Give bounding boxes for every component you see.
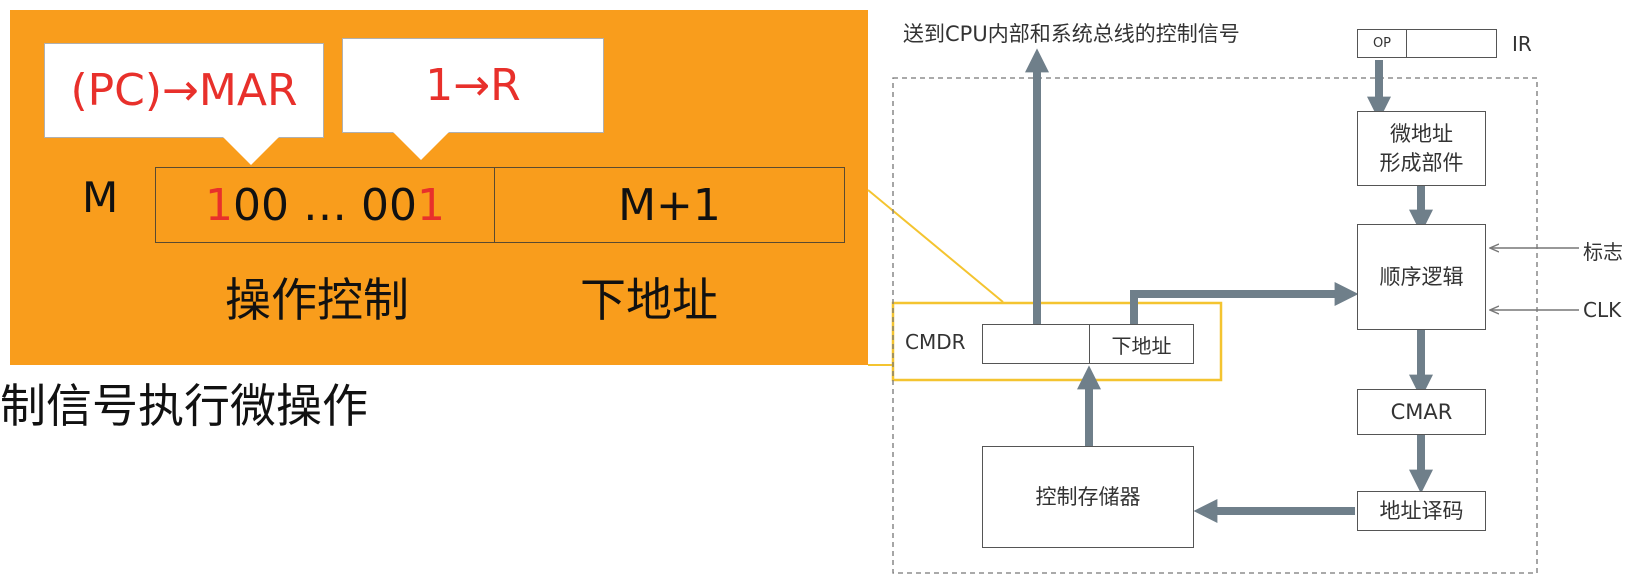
cmdr-next-address-field: 下地址	[1111, 333, 1172, 358]
execute-microop-text: 制信号执行微操作	[0, 379, 368, 433]
ir-label: IR	[1512, 32, 1532, 56]
row-label-m: M	[82, 173, 119, 222]
callout-connector-line	[867, 189, 1004, 303]
control-unit-boundary	[892, 77, 1538, 574]
micro-address-unit: 微地址 形成部件	[1357, 111, 1486, 186]
control-first-bit: 1	[205, 179, 234, 231]
clk-input-label: CLK	[1583, 298, 1622, 322]
ir-op-field: OP	[1358, 30, 1407, 57]
control-last-bit: 1	[416, 179, 445, 231]
micro-address-unit-line1: 微地址	[1390, 122, 1453, 147]
control-middle-bits: 00 … 00	[233, 179, 417, 231]
sequence-logic-block: 顺序逻辑	[1357, 224, 1486, 330]
cmdr-label: CMDR	[905, 330, 966, 354]
next-address-cell: M+1	[618, 179, 721, 231]
caption-control-field: 操作控制	[225, 273, 409, 327]
flag-input-label: 标志	[1583, 240, 1623, 264]
callout-one-to-r: 1→R	[342, 38, 604, 160]
callout-pointer	[393, 132, 449, 160]
cmar-block: CMAR	[1357, 389, 1486, 435]
cmdr-highlight-frame	[891, 301, 1223, 382]
ir-register: OP	[1357, 29, 1497, 58]
control-store-block: 控制存储器	[982, 446, 1194, 548]
callout-pc-to-mar: (PC)→MAR	[44, 43, 324, 165]
cmdr-register: 下地址	[982, 324, 1194, 364]
cmdr-control-field	[983, 325, 1090, 363]
address-decoder-block: 地址译码	[1357, 491, 1486, 531]
micro-address-unit-line2: 形成部件	[1379, 150, 1464, 175]
arrow-next-address-to-seq	[1130, 282, 1359, 332]
ir-operand-field	[1407, 30, 1496, 57]
callout-pointer	[223, 137, 279, 165]
control-signals-label: 送到CPU内部和系统总线的控制信号	[903, 22, 1240, 46]
callout-one-to-r-text: 1→R	[425, 60, 521, 111]
callout-pc-to-mar-text: (PC)→MAR	[70, 65, 298, 116]
caption-next-address: 下地址	[580, 273, 718, 327]
